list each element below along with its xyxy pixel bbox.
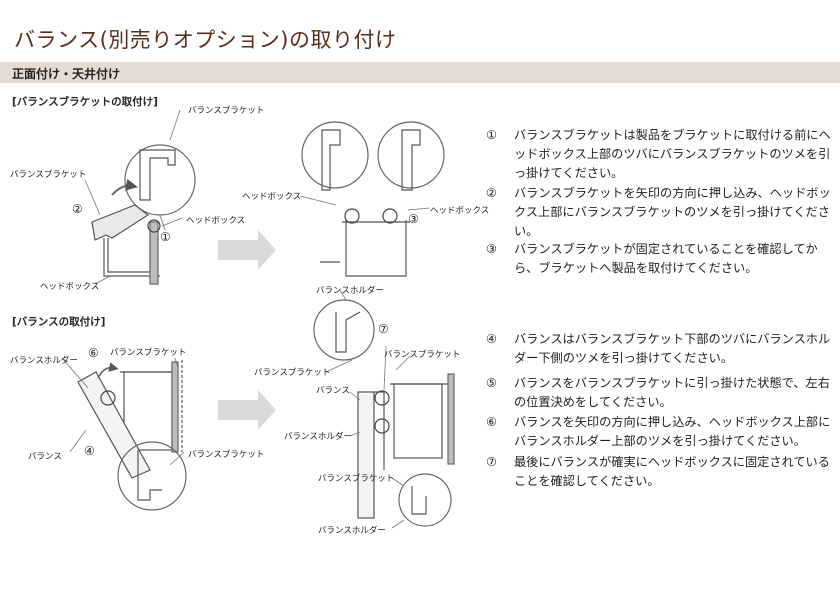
step-1-text: バランスブラケットは製品をブラケットに取付ける前にヘッドボックス上部のツバにバラ… <box>514 128 831 180</box>
number-7-right: ⑦ <box>378 322 389 336</box>
step-6-number: ⑥ <box>486 415 497 429</box>
label-bracket-left: バランスブラケット <box>10 170 87 180</box>
step-4-number: ④ <box>486 332 497 346</box>
label-headbox-bottom: ヘッドボックス <box>40 282 100 292</box>
page-title: バランス(別売りオプション)の取り付け <box>14 28 397 52</box>
section1-heading: [バランスブラケットの取付け] <box>12 96 158 108</box>
step-3-text: バランスブラケットが固定されていることを確認してから、ブラケットへ製品を取付けて… <box>514 242 818 275</box>
label-holder-top: バランスホルダー <box>316 286 384 296</box>
step-3-number: ③ <box>486 242 497 256</box>
step-2: ② バランスブラケットを矢印の方向に押し込み、ヘッドボックス上部にバランスブラケ… <box>486 184 831 241</box>
label-headbox-left2: ヘッドボックス <box>242 192 302 202</box>
label-bracket-lower: バランスブラケット <box>318 474 395 484</box>
label-bracket-mid: バランスブラケット <box>254 368 331 378</box>
step-5-number: ⑤ <box>486 376 497 390</box>
step-2-number: ② <box>486 186 497 200</box>
label-holder-bottom: バランスホルダー <box>318 526 386 536</box>
label-bracket-right: バランスブラケット <box>384 350 461 360</box>
step-5: ⑤ バランスをバランスブラケットに引っ掛けた状態で、左右の位置決めをしてください… <box>486 374 831 412</box>
label-valance-mid: バランス <box>316 386 350 396</box>
label-headbox-right2: ヘッドボックス <box>430 206 490 216</box>
installation-diagram <box>61 109 455 529</box>
step-7-number: ⑦ <box>486 455 497 469</box>
label-bracket-top: バランスブラケット <box>188 106 265 116</box>
section2-heading: [バランスの取付け] <box>12 316 106 328</box>
label-bracket-left-bottom: バランスブラケット <box>188 450 265 460</box>
step-1: ① バランスブラケットは製品をブラケットに取付ける前にヘッドボックス上部のツバに… <box>486 126 831 183</box>
label-holder-mid: バランスホルダー <box>284 432 352 442</box>
label-valance-left: バランス <box>28 452 62 462</box>
step-6-text: バランスを矢印の方向に押し込み、ヘッドボックス上部にバランスホルダー上部のツメを… <box>514 415 831 448</box>
number-4-left: ④ <box>84 444 95 458</box>
step-4-text: バランスはバランスブラケット下部のツバにバランスホルダー下側のツメを引っ掛けてく… <box>514 332 831 365</box>
number-1-left: ① <box>160 230 171 244</box>
label-holder-left: バランスホルダー <box>10 356 78 366</box>
step-7: ⑦ 最後にバランスが確実にヘッドボックスに固定されていることを確認してください。 <box>486 453 831 491</box>
label-headbox-mid: ヘッドボックス <box>186 216 246 226</box>
label-bracket-left2: バランスブラケット <box>110 348 187 358</box>
section-bar: 正面付け・天井付け <box>0 62 840 83</box>
section-bar-label: 正面付け・天井付け <box>12 67 121 81</box>
step-6: ⑥ バランスを矢印の方向に押し込み、ヘッドボックス上部にバランスホルダー上部のツ… <box>486 413 831 451</box>
number-2-left: ② <box>72 202 83 216</box>
step-5-text: バランスをバランスブラケットに引っ掛けた状態で、左右の位置決めをしてください。 <box>514 376 830 409</box>
number-6-left: ⑥ <box>88 346 99 360</box>
step-4: ④ バランスはバランスブラケット下部のツバにバランスホルダー下側のツメを引っ掛け… <box>486 330 831 368</box>
step-1-number: ① <box>486 128 497 142</box>
step-3: ③ バランスブラケットが固定されていることを確認してから、ブラケットへ製品を取付… <box>486 240 831 278</box>
step-2-text: バランスブラケットを矢印の方向に押し込み、ヘッドボックス上部にバランスブラケット… <box>514 186 831 238</box>
step-7-text: 最後にバランスが確実にヘッドボックスに固定されていることを確認してください。 <box>514 455 830 488</box>
number-3-right: ③ <box>408 212 419 226</box>
